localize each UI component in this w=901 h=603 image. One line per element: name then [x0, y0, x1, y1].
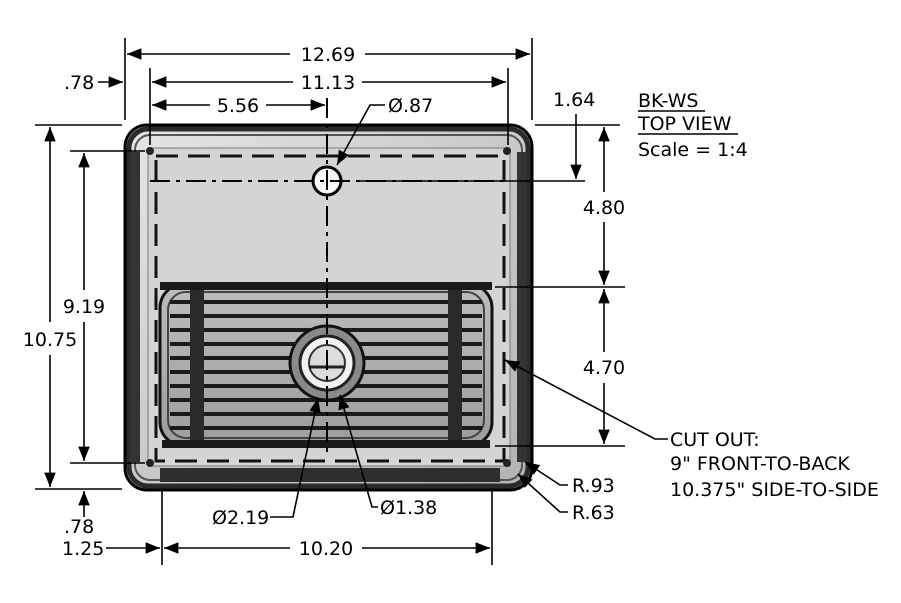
extension-lines — [35, 38, 625, 565]
title-block: BK-WS TOP VIEW Scale = 1:4 — [637, 90, 748, 161]
dim-drain-offset-x: 5.56 — [217, 95, 259, 117]
dim-corner-radius-outer: R.93 — [572, 475, 615, 497]
title-model: BK-WS — [638, 90, 698, 112]
cutout-note-line1: CUT OUT: — [670, 429, 760, 451]
dim-corner-radius-inner: R.63 — [572, 502, 615, 524]
dim-bowl-depth: 4.70 — [583, 357, 625, 379]
dimension-lines — [44, 48, 610, 554]
dim-overall-depth: 10.75 — [23, 329, 77, 351]
cutout-note-line3: 10.375" SIDE-TO-SIDE — [670, 479, 879, 501]
leader-lines — [270, 104, 668, 518]
title-view: TOP VIEW — [637, 113, 732, 135]
dim-top-margin: .78 — [64, 72, 94, 94]
dim-faucet-hole-dia: Ø.87 — [388, 95, 433, 117]
dim-faucet-offset-y: 1.64 — [553, 89, 595, 111]
dim-bowl-width: 10.20 — [299, 538, 353, 560]
dim-drain-inner-dia: Ø1.38 — [380, 497, 437, 519]
dim-left-margin: 1.25 — [62, 538, 104, 560]
dim-overall-width: 12.69 — [301, 44, 355, 66]
cutout-note-line2: 9" FRONT-TO-BACK — [670, 453, 850, 475]
cutout-note: CUT OUT: 9" FRONT-TO-BACK 10.375" SIDE-T… — [670, 429, 879, 501]
title-scale: Scale = 1:4 — [638, 139, 748, 161]
dim-inner-width: 11.13 — [301, 72, 355, 94]
dim-inner-depth: 9.19 — [63, 296, 105, 318]
dim-bottom-margin: .78 — [64, 516, 94, 538]
dim-upper-depth: 4.80 — [583, 197, 625, 219]
dim-drain-outer-dia: Ø2.19 — [212, 507, 269, 529]
